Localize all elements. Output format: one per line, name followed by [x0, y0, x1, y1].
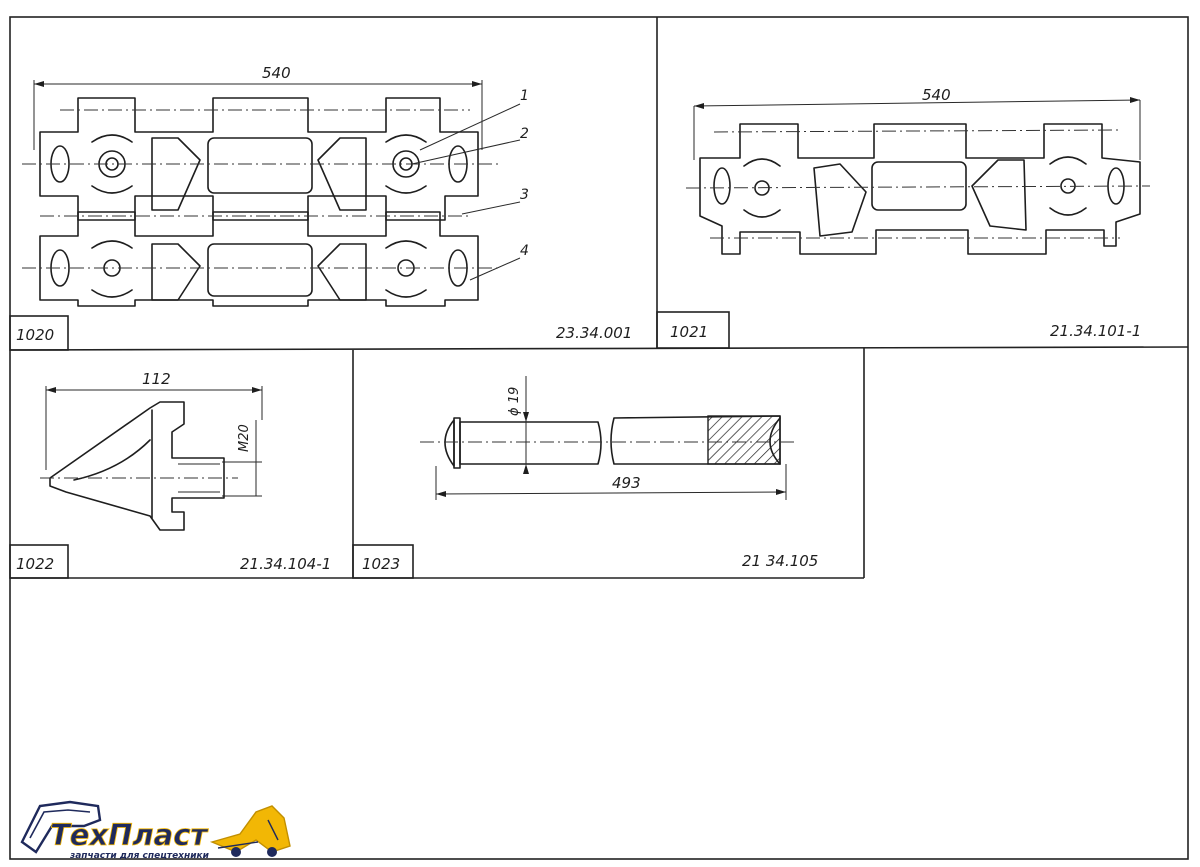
callout-2: 2 — [520, 126, 529, 142]
cell-1022: 1022 21.34.104-1 112 M20 — [9, 370, 331, 579]
dimension-line: 540 — [33, 64, 483, 150]
pin-part — [420, 415, 796, 469]
track-link-upper — [22, 97, 500, 221]
dimension-label: 112 — [142, 370, 171, 388]
dimension-label: 540 — [262, 64, 291, 82]
brand-name: ТехПласт — [50, 818, 209, 852]
part-code: 23.34.001 — [556, 324, 632, 342]
callout-1: 1 — [520, 88, 529, 104]
bolt-part — [40, 401, 238, 531]
dimension-label: 493 — [612, 474, 641, 492]
cell-1023: 1023 21 34.105 ϕ 19 493 — [352, 376, 818, 579]
dimension-line: ϕ 19 493 — [435, 376, 787, 500]
cell-number: 1021 — [670, 323, 708, 341]
callout-4: 4 — [520, 243, 529, 259]
callout-3: 3 — [520, 187, 529, 203]
part-code: 21.34.101-1 — [1050, 322, 1141, 340]
cell-number: 1020 — [16, 326, 54, 344]
part-code: 21.34.104-1 — [240, 555, 331, 573]
track-link-single — [685, 123, 1151, 255]
track-link-lower — [22, 211, 500, 307]
cell-1020: 1020 23.34.001 540 — [9, 64, 632, 351]
thread-label: M20 — [237, 424, 252, 452]
brand-tagline: запчасти для спецтехники — [69, 851, 210, 861]
cell-1021: 1021 21.34.101-1 540 — [656, 86, 1151, 349]
brand-logo: ТехПласт запчасти для спецтехники — [20, 800, 291, 861]
cell-number: 1022 — [16, 555, 54, 573]
dimension-line: 540 — [693, 86, 1141, 160]
dimension-label: 540 — [922, 86, 951, 104]
part-code: 21 34.105 — [742, 552, 818, 570]
cell-number: 1023 — [362, 555, 400, 573]
diameter-label: ϕ 19 — [507, 387, 522, 416]
callouts: 1 2 3 4 — [411, 88, 529, 281]
dimension-line: 112 M20 — [45, 370, 263, 497]
sheet-frame — [9, 16, 1189, 860]
